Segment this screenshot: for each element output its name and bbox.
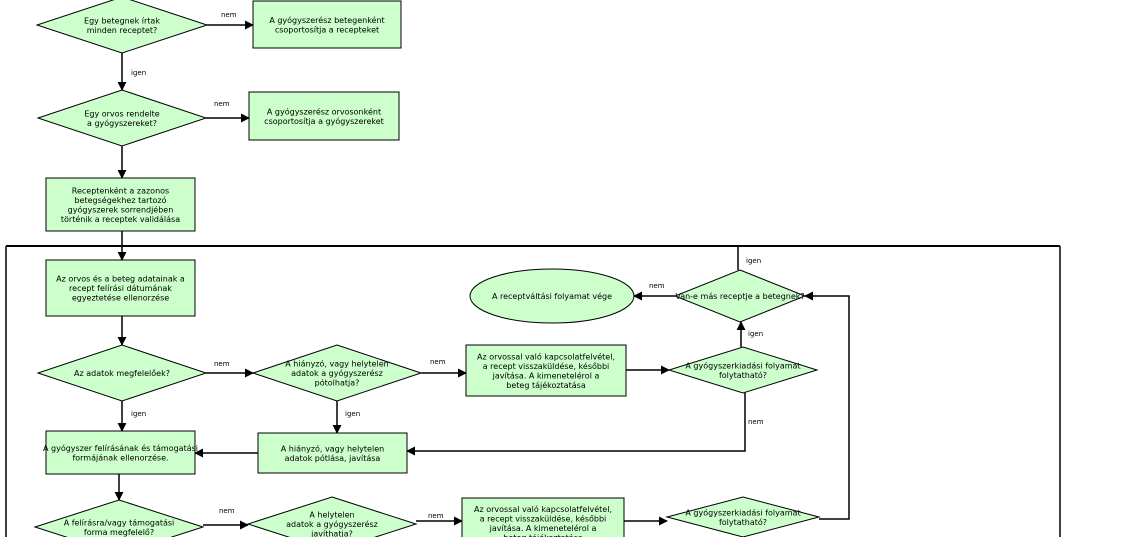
node-label: csoportosítja a gyógyszereket [264,116,384,126]
node-label: betegségekhez tartozó [74,195,166,205]
connector-label: nem [430,358,446,366]
node-label: Az orvos és a beteg adatainak a [56,274,185,284]
node-label: A receptváltási folyamat vége [492,291,612,301]
connector-line [804,291,850,520]
node-label: A felírásra/vagy támogatási [64,518,175,527]
node-label: Az adatok megfelelőek? [74,369,170,378]
decision-diamond [667,346,819,394]
node-label: Egy orvos rendelte [84,109,159,118]
connector-label: nem [649,282,665,290]
node-label: Az orvossal való kapcsolatfelvétel, [474,504,612,514]
node-label: egyeztetése ellenorzése [72,293,169,303]
node-label: csoportosítja a recepteket [275,25,379,34]
decision-diamond [36,89,208,147]
node-d3: Van-e más receptje a betegnek? [673,269,807,323]
node-label: javíthatja? [310,530,353,537]
connector-label: nem [214,360,230,368]
node-label: pótolhatja? [315,378,360,388]
connector-lines [5,20,1061,537]
node-label: a recept visszaküldése, későbbi [480,513,607,523]
node-label: beteg tájékoztatása [506,380,586,390]
node-label: A gyógyszerész orvosonként [267,106,381,116]
process-box [45,259,196,317]
node-label: Az orvossal való kapcsolatfelvétel, [477,351,615,361]
process-box [252,0,402,49]
node-e1: A receptváltási folyamat vége [469,268,635,324]
node-label: Van-e más receptje a betegnek? [675,292,804,301]
connector-label: igen [748,330,763,338]
connector-label: igen [131,410,146,418]
decision-diamond [246,496,418,537]
connector-labels: nem igen nem igen nem nem nem igen igen igen nem ne… [131,11,764,520]
process-box [248,91,400,141]
node-label: folytatható? [719,517,767,527]
decision-diamond [251,344,423,402]
process-box [45,177,196,232]
terminator-ellipse [469,268,635,324]
connector-label: igen [746,257,761,265]
node-label: folytatható? [719,370,767,380]
decision-diamond [35,0,209,54]
node-label: a recept visszaküldése, későbbi [483,361,610,371]
connector-line [406,393,746,456]
process-box [465,344,627,397]
connector-label: nem [428,512,444,520]
node-label: formájának ellenorzése. [72,452,168,462]
node-label: gyógyszerek sorrendjében [68,204,174,214]
node-label: történik a receptek validálása [61,214,180,224]
node-p2: A gyógyszerész orvosonkéntcsoportosítja … [248,91,400,141]
decision-diamond [673,269,807,323]
node-label: Egy betegnek írtak [84,16,160,25]
process-box [461,497,625,537]
node-label: recept felírási dátumának [69,284,172,293]
node-label: javítása. A kimenetelérol a [489,523,597,533]
connector-label: nem [748,418,764,426]
decision-diamond [33,499,205,537]
decision-diamond [36,344,208,402]
connector-label: nem [221,11,237,19]
node-p6: A gyógyszer felírásának és támogatásifor… [43,430,198,475]
node-label: javítása. A kimenetelérol a [492,370,600,380]
node-p1: A gyógyszerész betegenkéntcsoportosítja … [252,0,402,49]
node-label: A gyógyszerkiadási folyamat [685,360,800,370]
process-box [45,430,196,475]
node-label: A hiányzó, vagy helytelen [281,443,384,453]
node-label: A gyógyszer felírásának és támogatási [43,443,198,453]
connector-label: nem [214,100,230,108]
node-label: forma megfelelő? [84,528,154,537]
node-p5: Az orvossal való kapcsolatfelvétel,a rec… [465,344,627,397]
node-label: adatok a gyógyszerész [291,368,383,378]
connector-label: igen [345,410,360,418]
node-label: a gyógyszereket? [87,118,157,128]
node-label: beteg tájékoztatása [503,532,583,537]
node-p8: Az orvossal való kapcsolatfelvétel,a rec… [461,497,625,537]
node-label: A hiányzó, vagy helytelen [285,359,388,369]
node-label: A gyógyszerész betegenként [269,15,384,25]
connector-label: nem [219,507,235,515]
node-label: Receptenként a zazonos [72,185,169,195]
node-label: A helytelen [309,511,354,520]
decision-diamond [665,496,821,537]
connector-label: igen [131,69,146,77]
node-label: adatok pótlása, javítása [285,453,381,463]
process-box [257,432,408,474]
node-label: adatok a gyógyszerész [286,519,378,529]
node-label: minden receptet? [87,26,158,35]
node-d4: Az adatok megfelelőek? [36,344,208,402]
node-label: A gyógyszerkiadási folyamat [685,507,800,517]
